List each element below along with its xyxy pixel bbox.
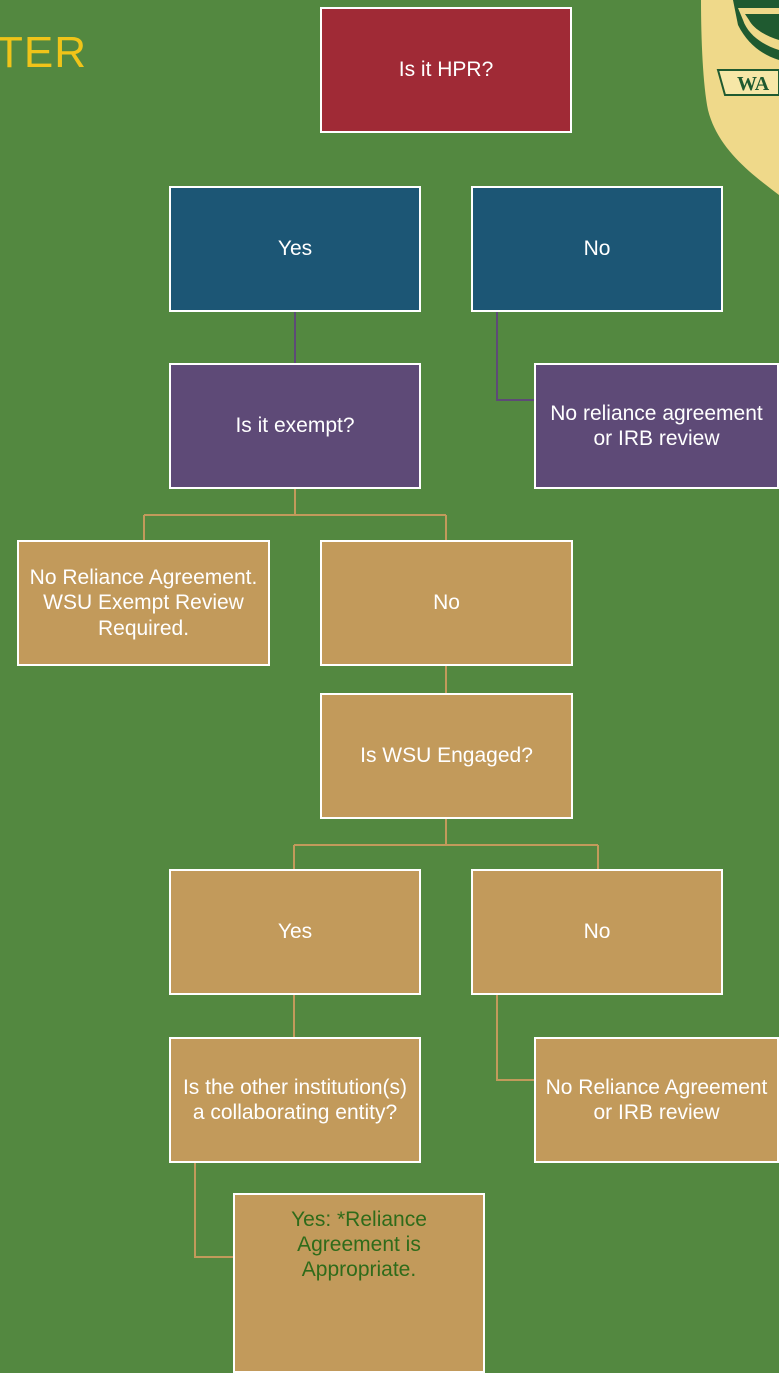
node-no-reliance-no-irb: No reliance agreement or IRB review xyxy=(534,363,779,489)
node-label: Yes: *Reliance Agreement is Appropriate. xyxy=(291,1208,427,1282)
node-label: No xyxy=(583,920,611,944)
node-label: Is WSU Engaged? xyxy=(360,744,533,768)
node-label: No xyxy=(583,237,611,261)
node-label: Is it HPR? xyxy=(398,58,494,82)
node-label: No Reliance Agreement. WSU Exempt Review… xyxy=(29,566,258,640)
node-no-reliance-not-engaged: No Reliance Agreement or IRB review xyxy=(534,1037,779,1163)
node-hpr-yes: Yes xyxy=(169,186,421,312)
node-collaborating-entity-question: Is the other institution(s) a collaborat… xyxy=(169,1037,421,1163)
connector-exempt-split xyxy=(143,488,447,541)
slide-title: TER xyxy=(0,28,87,77)
node-is-wsu-engaged: Is WSU Engaged? xyxy=(320,693,573,819)
node-label: Is it exempt? xyxy=(235,414,355,438)
node-label: No reliance agreement or IRB review xyxy=(550,401,763,450)
node-label: No Reliance Agreement or IRB review xyxy=(545,1075,768,1124)
node-exempt-no: No xyxy=(320,540,573,666)
connector-engaged-split xyxy=(293,818,599,870)
node-engaged-yes: Yes xyxy=(169,869,421,995)
node-reliance-agreement-appropriate: Yes: *Reliance Agreement is Appropriate. xyxy=(233,1193,485,1373)
node-exempt-review-required: No Reliance Agreement. WSU Exempt Review… xyxy=(17,540,270,666)
connector-no-to-not-engaged xyxy=(496,995,536,1081)
connector-collab-to-final xyxy=(194,1163,234,1258)
node-is-it-hpr: Is it HPR? xyxy=(320,7,572,133)
logo-text: WA xyxy=(737,73,770,95)
node-hpr-no: No xyxy=(471,186,723,312)
node-label: Yes xyxy=(277,920,313,944)
node-label: No xyxy=(433,591,460,615)
node-is-it-exempt: Is it exempt? xyxy=(169,363,421,489)
node-label: Is the other institution(s) a collaborat… xyxy=(182,1075,408,1124)
connector-no-to-result xyxy=(496,312,536,401)
university-shield-logo: WA xyxy=(693,0,779,205)
node-engaged-no: No xyxy=(471,869,723,995)
node-label: Yes xyxy=(277,237,313,261)
